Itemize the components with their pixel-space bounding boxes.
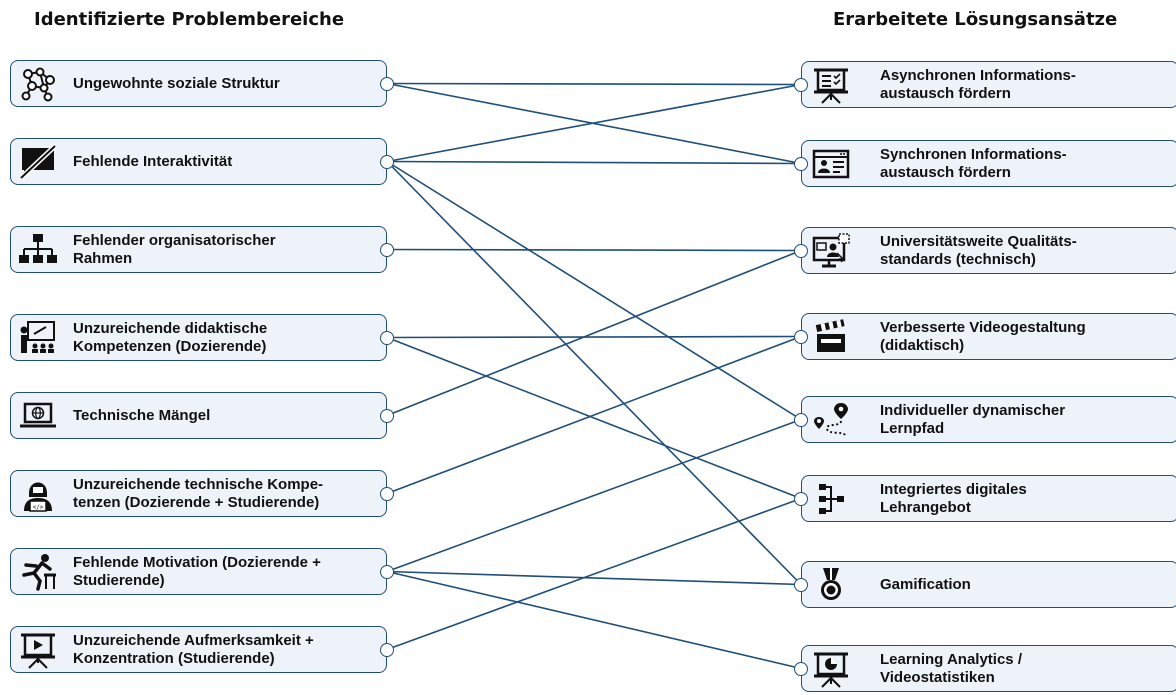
problem-label: Unzureichende Aufmerksamkeit + Konzentra… xyxy=(73,631,314,667)
problem-label: Fehlende Motivation (Dozierende + Studie… xyxy=(73,553,321,589)
problem-box-attention: Unzureichende Aufmerksamkeit + Konzentra… xyxy=(10,626,387,673)
problem-label: Unzureichende technische Kompe- tenzen (… xyxy=(73,475,324,511)
problem-connector xyxy=(380,154,394,169)
problem-connector xyxy=(380,564,394,579)
board-chart-icon xyxy=(808,649,854,689)
solution-label: Asynchronen Informations- austausch förd… xyxy=(880,66,1076,102)
presentation-play-icon xyxy=(15,630,61,670)
solution-box-integrated: Integriertes digitales Lehrangebot xyxy=(801,475,1176,522)
solution-connector xyxy=(794,412,808,427)
connection-line xyxy=(386,335,802,495)
solution-box-quality: Universitätsweite Qualitäts- standards (… xyxy=(801,227,1176,274)
connection-line xyxy=(386,160,802,165)
solution-label: Universitätsweite Qualitäts- standards (… xyxy=(880,232,1077,268)
connection-line xyxy=(386,82,802,86)
solution-label: Individueller dynamischer Lernpfad xyxy=(880,401,1066,437)
problem-box-technical-defects: Technische Mängel xyxy=(10,392,387,439)
solution-label: Gamification xyxy=(880,575,971,593)
problem-label: Unzureichende didaktische Kompetenzen (D… xyxy=(73,319,268,355)
hacker-icon: </> xyxy=(15,474,61,514)
crossed-chat-icon xyxy=(15,142,61,182)
solution-connector xyxy=(794,243,808,258)
connection-line xyxy=(386,248,802,252)
problem-label: Fehlender organisatorischer Rahmen xyxy=(73,231,276,267)
video-call-icon xyxy=(808,144,854,184)
solution-box-learning-path: Individueller dynamischer Lernpfad xyxy=(801,396,1176,443)
connection-line xyxy=(386,83,802,163)
hurdle-runner-icon xyxy=(15,552,61,592)
connection-line xyxy=(386,336,802,500)
org-chart-icon xyxy=(15,230,61,270)
monitor-user-icon xyxy=(808,231,854,271)
problem-connector xyxy=(380,486,394,501)
solution-box-async: Asynchronen Informations- austausch förd… xyxy=(801,61,1176,108)
solution-label: Synchronen Informations- austausch förde… xyxy=(880,145,1067,181)
route-pin-icon xyxy=(808,400,854,440)
connection-line xyxy=(386,160,802,421)
problem-box-social-structure: Ungewohnte soziale Struktur xyxy=(10,60,387,107)
problem-box-didactic: Unzureichende didaktische Kompetenzen (D… xyxy=(10,314,387,361)
svg-text:</>: </> xyxy=(33,504,44,511)
board-checklist-icon xyxy=(808,65,854,105)
problem-label: Technische Mängel xyxy=(73,406,211,424)
problem-box-technical-skills: </> Unzureichende technische Kompe- tenz… xyxy=(10,470,387,517)
problem-box-organisation: Fehlender organisatorischer Rahmen xyxy=(10,226,387,273)
connection-line xyxy=(386,570,802,586)
laptop-globe-icon xyxy=(15,396,61,436)
problem-box-interactivity: Fehlende Interaktivität xyxy=(10,138,387,185)
problems-heading: Identifizierte Problembereiche xyxy=(34,9,345,30)
network-icon xyxy=(15,64,61,104)
connection-line xyxy=(386,570,802,670)
solution-connector xyxy=(794,329,808,344)
connection-line xyxy=(386,249,802,417)
solution-connector xyxy=(794,661,808,676)
problem-connector xyxy=(380,330,394,345)
problem-connector xyxy=(380,242,394,257)
solution-connector xyxy=(794,77,808,92)
teacher-icon xyxy=(15,318,61,358)
connection-line xyxy=(386,418,802,573)
connection-line xyxy=(386,497,802,651)
solution-connector xyxy=(794,577,808,592)
connection-line xyxy=(386,335,802,339)
problem-label: Fehlende Interaktivität xyxy=(73,152,233,170)
solution-box-analytics: Learning Analytics / Videostatistiken xyxy=(801,645,1176,692)
problem-connector xyxy=(380,408,394,423)
solution-label: Integriertes digitales Lehrangebot xyxy=(880,480,1027,516)
clapperboard-icon xyxy=(808,317,854,357)
solution-box-video: Verbesserte Videogestaltung (didaktisch) xyxy=(801,313,1176,360)
problem-connector xyxy=(380,76,394,91)
problem-label: Ungewohnte soziale Struktur xyxy=(73,74,280,92)
problem-connector xyxy=(380,642,394,657)
solution-box-sync: Synchronen Informations- austausch förde… xyxy=(801,140,1176,187)
medal-icon xyxy=(808,565,854,605)
connection-line xyxy=(386,160,802,586)
hierarchy-icon xyxy=(808,479,854,519)
solution-label: Learning Analytics / Videostatistiken xyxy=(880,650,1022,686)
solution-connector xyxy=(794,156,808,171)
solution-connector xyxy=(794,491,808,506)
problem-box-motivation: Fehlende Motivation (Dozierende + Studie… xyxy=(10,548,387,595)
solution-box-gamification: Gamification xyxy=(801,561,1176,608)
solutions-heading: Erarbeitete Lösungsansätze xyxy=(833,9,1118,30)
solution-label: Verbesserte Videogestaltung (didaktisch) xyxy=(880,318,1086,354)
